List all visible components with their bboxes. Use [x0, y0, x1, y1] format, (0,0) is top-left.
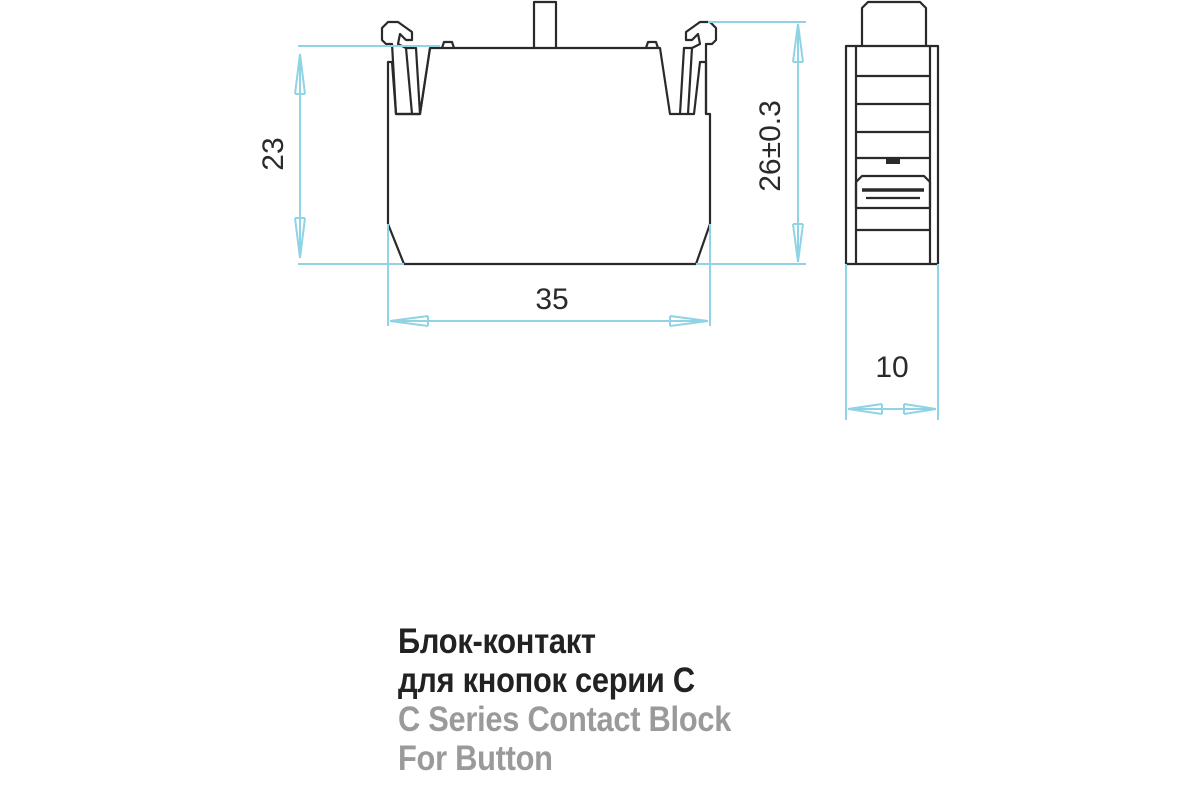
side-body [844, 44, 940, 266]
dim-10-arrow-left [847, 403, 883, 415]
dim-26-arrow-bottom [792, 223, 804, 263]
left-clip [380, 20, 414, 115]
dim-35-arrow-left [389, 315, 429, 327]
side-terminal [854, 174, 932, 210]
caption-en-line2: For Button [398, 739, 553, 778]
actuator-stem [532, 0, 558, 48]
dim-35-arrow-right [669, 315, 709, 327]
dimension-labels: 23 35 26±0.3 10 [257, 100, 909, 384]
dim-23-label: 23 [257, 137, 290, 170]
dim-35-label: 35 [535, 283, 568, 316]
front-view [380, 0, 718, 266]
caption-en-line1: C Series Contact Block [398, 700, 732, 739]
caption-ru-line2: для кнопок серии С [398, 661, 695, 700]
dimension-lines [294, 21, 939, 420]
side-view [844, 0, 940, 266]
dim-23-arrow-top [294, 53, 306, 95]
contact-block-body [386, 46, 712, 266]
dim-26-arrow-top [792, 23, 804, 63]
dim-26-label: 26±0.3 [754, 100, 787, 192]
dim-10-arrow-right [903, 403, 937, 415]
caption: Блок-контакт для кнопок серии С C Series… [398, 622, 731, 778]
caption-ru-line1: Блок-контакт [398, 622, 596, 661]
side-cap [860, 0, 928, 46]
right-clip [684, 20, 718, 115]
dim-23-arrow-bottom [294, 217, 306, 259]
dim-10-label: 10 [875, 351, 908, 384]
